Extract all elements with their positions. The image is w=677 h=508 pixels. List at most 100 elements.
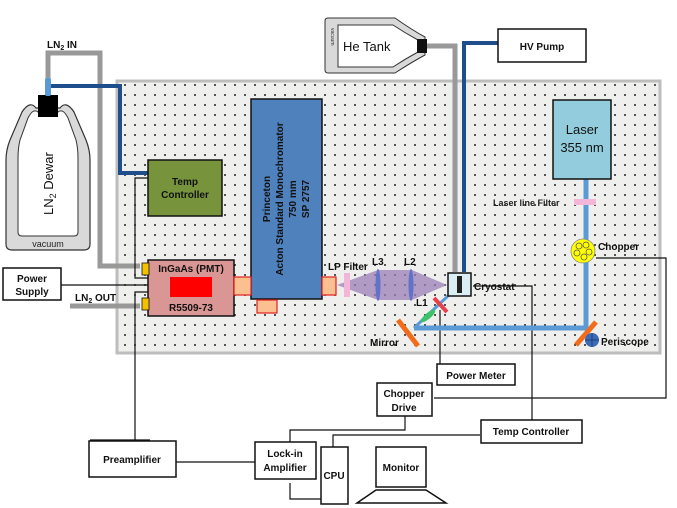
pmt-label-1: InGaAs (PMT) — [158, 264, 224, 275]
dewar-vacuum-line — [50, 84, 150, 175]
ln2-in-line — [45, 50, 140, 269]
laser-line-filter — [574, 199, 596, 205]
he-tank-label: He Tank — [343, 39, 391, 54]
wire-chopperdrive-chopper — [434, 257, 667, 399]
beam-main — [414, 178, 589, 331]
he-tank-valve — [417, 39, 427, 53]
wire-cryostat-tempctrl — [473, 285, 533, 420]
preamplifier-box — [88, 440, 177, 478]
power-supply: Power Supply — [2, 267, 62, 301]
lockin-label-2: Amplifier — [263, 463, 306, 474]
mirror-label: Mirror — [370, 338, 399, 349]
dewar-stopper — [38, 95, 58, 117]
hv-pump-label: HV Pump — [520, 42, 564, 53]
laser-box — [552, 99, 612, 180]
wire-temp-controller-pmt — [134, 177, 148, 279]
temp-controller-label-1: Temp — [172, 177, 198, 188]
lens-l3 — [375, 269, 381, 301]
lp-filter — [344, 273, 350, 297]
power-supply-label-2: Supply — [15, 287, 49, 298]
power-supply-box — [2, 267, 62, 301]
monochromator-entrance-port — [321, 276, 337, 296]
monochromator-exit-port — [233, 276, 252, 296]
signal-wires — [61, 177, 667, 500]
monochromator-label-2: Acton Standard Monochromator — [275, 122, 286, 275]
cryostat-label: Cryostat — [474, 282, 515, 293]
laser: Laser 355 nm — [552, 99, 612, 180]
power-meter-box — [436, 363, 516, 386]
collection-optics: LP Filter L3 L2 — [328, 257, 447, 301]
mirror — [396, 318, 420, 348]
lockin-box — [254, 441, 317, 480]
hv-pump-line — [462, 41, 499, 272]
hv-pump-box — [497, 28, 587, 63]
power-meter-detector — [432, 296, 449, 314]
monochromator-label-3: 750 mm — [288, 180, 299, 217]
periscope-label: Periscope — [601, 337, 649, 348]
wire-pmt-preamp — [134, 291, 150, 441]
preamplifier: Preamplifier — [88, 440, 177, 478]
chopper-slot — [573, 249, 581, 257]
chopper-drive-label-2: Drive — [391, 403, 416, 414]
power-meter-label: Power Meter — [446, 371, 506, 382]
cpu-label: CPU — [323, 471, 344, 482]
laser-label-2: 355 nm — [560, 140, 603, 155]
ln2-dewar: LN2 Dewar vacuum — [5, 78, 91, 251]
chopper-drive-box — [376, 382, 433, 417]
pmt-connector-bottom — [141, 297, 150, 311]
cryostat: Cryostat — [447, 272, 515, 297]
he-tank: He Tank vacuum — [324, 17, 427, 74]
temp-controller-external-box — [480, 419, 583, 444]
chopper-slot — [580, 253, 588, 261]
ln2-in-label: LN2 IN — [47, 40, 77, 52]
lens-l1 — [420, 309, 436, 323]
chopper-drive-label-1: Chopper — [383, 389, 424, 400]
periscope: Periscope — [574, 320, 649, 348]
wire-chopperdrive-lockin — [289, 416, 406, 443]
pmt-detector: InGaAs (PMT) R5509-73 — [141, 259, 235, 317]
cpu: CPU — [320, 446, 349, 505]
temp-controller-box — [147, 159, 223, 217]
dewar-label: LN2 Dewar — [41, 152, 58, 215]
pmt-label-2: R5509-73 — [169, 303, 213, 314]
hv-pump: HV Pump — [497, 28, 587, 63]
chopper: Chopper — [570, 238, 639, 264]
temp-controller-external-label: Temp Controller — [493, 427, 570, 438]
monitor-base — [354, 489, 449, 504]
periscope-crosshair-icon — [585, 333, 599, 347]
chopper-slot — [585, 248, 593, 256]
monitor-label: Monitor — [383, 463, 420, 474]
pmt-box — [147, 259, 235, 317]
lens-l2 — [408, 269, 414, 301]
l1-label: L1 — [416, 298, 428, 309]
vacuum-lines — [50, 41, 499, 272]
focus-cone — [337, 270, 447, 300]
lp-filter-label: LP Filter — [328, 262, 368, 273]
chopper-slot — [582, 241, 590, 249]
excitation-optics: Mirror L1 — [370, 296, 449, 349]
lockin-amplifier: Lock-in Amplifier — [254, 441, 317, 480]
laser-label-1: Laser — [566, 122, 599, 137]
l3-label: L3 — [372, 257, 384, 268]
pmt-connector-top — [141, 262, 150, 276]
dewar-inlet — [45, 78, 51, 96]
laser-line-filter-label: Laser line Filter — [493, 198, 560, 208]
wire-lockin-cpu — [289, 483, 321, 500]
monochromator: Princeton Acton Standard Monochromator 7… — [233, 98, 337, 314]
cryostat-sample — [457, 276, 462, 293]
monitor-screen — [375, 446, 427, 488]
wire-cpu-tempctrl — [332, 434, 480, 450]
power-meter: Power Meter — [436, 363, 516, 386]
cpu-box — [320, 446, 349, 505]
dewar-vacuum-label: vacuum — [32, 239, 64, 249]
monitor: Monitor — [354, 446, 449, 504]
periscope-mirror — [574, 320, 598, 347]
pmt-window — [170, 277, 212, 297]
chopper-label: Chopper — [598, 242, 639, 253]
dewar-inner — [17, 110, 79, 237]
l2-label: L2 — [404, 257, 416, 268]
lockin-label-1: Lock-in — [267, 449, 303, 460]
monochromator-label-4: SP 2757 — [301, 179, 312, 218]
